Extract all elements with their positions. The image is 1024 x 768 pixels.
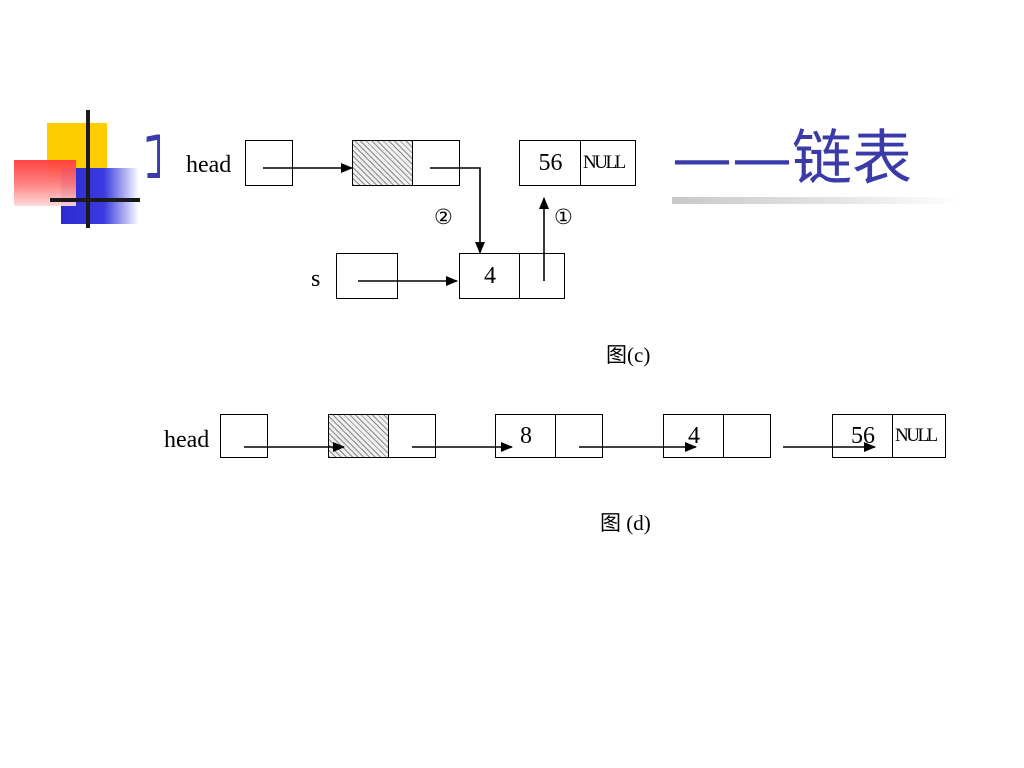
node-8-value: 8 <box>520 422 532 449</box>
step-two-marker: ② <box>434 205 453 229</box>
decorative-horizontal-line <box>50 198 140 202</box>
arrow-step-two <box>430 167 485 254</box>
step-one-marker: ① <box>554 205 573 229</box>
node-56-next-cell-d: NULL <box>892 414 946 458</box>
null-text-d: NULL <box>895 425 938 446</box>
s-label: s <box>311 266 321 292</box>
s-pointer-cell <box>336 253 398 299</box>
slide-title-suffix: ——链表 <box>672 124 912 194</box>
head-label-c: head <box>186 152 232 178</box>
node-56-data-cell-c: 56 <box>519 140 582 186</box>
caption-c: 图(c) <box>606 343 651 367</box>
head-label-d: head <box>164 427 210 453</box>
new-node-value: 4 <box>484 262 496 289</box>
node-8-next-cell <box>555 414 603 458</box>
head-pointer-cell-d <box>220 414 268 458</box>
header-node-next-cell-d <box>388 414 436 458</box>
title-underline <box>672 197 962 204</box>
header-node-next-cell-c <box>412 140 460 186</box>
new-node-data-cell: 4 <box>459 253 521 299</box>
caption-d: 图 (d) <box>600 511 651 535</box>
node-56-next-cell-c: NULL <box>580 140 636 186</box>
head-pointer-cell-c <box>245 140 293 186</box>
node-56-data-cell-d: 56 <box>832 414 894 458</box>
node-4-next-cell <box>723 414 771 458</box>
null-text-c: NULL <box>583 152 626 173</box>
decorative-vertical-line <box>86 110 90 228</box>
node-56-value-c: 56 <box>538 149 563 176</box>
new-node-next-cell <box>519 253 565 299</box>
